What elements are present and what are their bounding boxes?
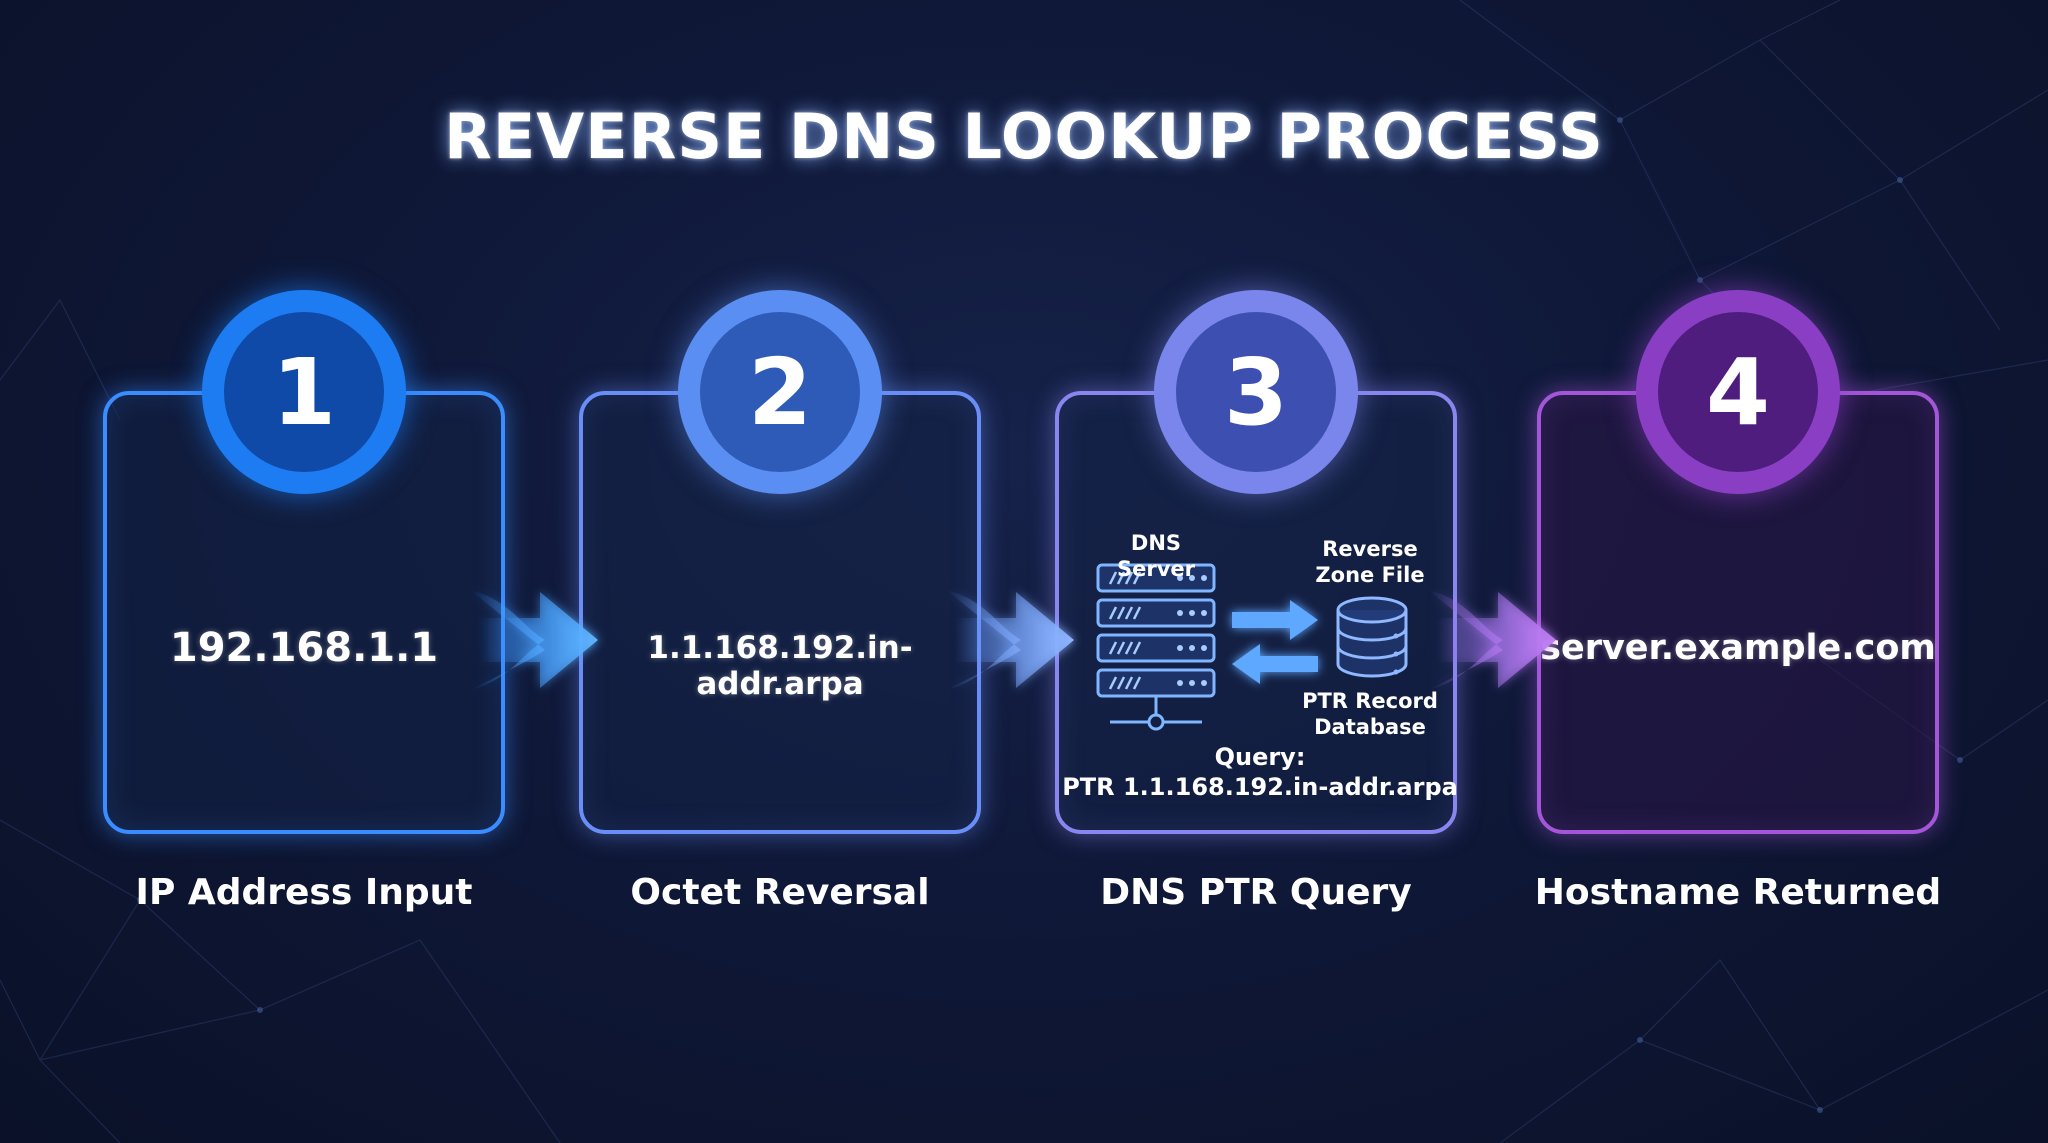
step-label-1: IP Address Input — [135, 872, 473, 913]
database-icon — [1336, 596, 1408, 678]
step-number-1: 1 — [224, 312, 384, 472]
step-badge-2: 2 — [678, 290, 882, 494]
db-label-line-1: PTR Record — [1302, 689, 1438, 713]
step-label-4: Hostname Returned — [1534, 872, 1942, 913]
exchange-arrows-icon — [1232, 600, 1318, 684]
ptr-record-database-label: PTR Record Database — [1290, 688, 1450, 740]
step-badge-4: 4 — [1636, 290, 1840, 494]
reversed-octet-value: 1.1.168.192.in-addr.arpa — [647, 630, 913, 702]
page-title: REVERSE DNS LOOKUP PROCESS — [444, 100, 1604, 173]
db-label-line-2: Database — [1314, 715, 1426, 739]
step-number-3: 3 — [1176, 312, 1336, 472]
step-label-2: Octet Reversal — [630, 872, 930, 913]
step-badge-3: 3 — [1154, 290, 1358, 494]
arrow-right-icon — [946, 590, 1074, 690]
step-card-4 — [1537, 391, 1939, 834]
server-rack-icon — [1096, 563, 1216, 731]
zone-label-line-2: Zone File — [1315, 563, 1425, 587]
ip-address-value: 192.168.1.1 — [169, 625, 439, 671]
dns-server-label: DNS Server — [1116, 531, 1195, 581]
step-badge-1: 1 — [202, 290, 406, 494]
step-number-2: 2 — [700, 312, 860, 472]
zone-label-line-1: Reverse — [1322, 537, 1418, 561]
query-value: PTR 1.1.168.192.in-addr.arpa — [1062, 773, 1458, 801]
ptr-query-text: Query: PTR 1.1.168.192.in-addr.arpa — [1060, 742, 1460, 802]
step-number-4: 4 — [1658, 312, 1818, 472]
arrow-right-icon — [1428, 590, 1556, 690]
step-label-3: DNS PTR Query — [1100, 872, 1412, 913]
query-title: Query: — [1214, 743, 1306, 771]
arrow-right-icon — [470, 590, 598, 690]
hostname-value: server.example.com — [1540, 628, 1936, 668]
reverse-zone-file-label: Reverse Zone File — [1300, 536, 1440, 588]
